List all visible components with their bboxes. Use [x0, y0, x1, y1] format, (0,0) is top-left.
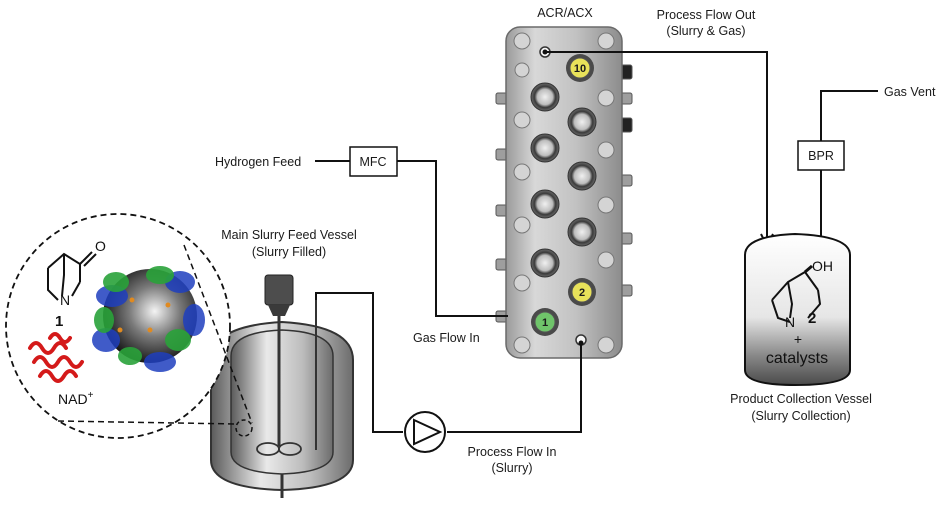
process-flow-in-label: Process Flow In — [468, 445, 557, 459]
quinuclidinol-structure — [771, 264, 822, 323]
enzyme-nanoparticle — [92, 266, 205, 372]
svg-text:MFC: MFC — [359, 155, 386, 169]
reactor-port-10: 10 — [566, 54, 594, 82]
hydrogen-feed-label: Hydrogen Feed — [215, 155, 301, 169]
gas-vent-label: Gas Vent — [884, 85, 936, 99]
bpr-box: BPR — [797, 140, 845, 171]
reactor-wells — [530, 82, 597, 278]
feed-vessel-sublabel: (Slurry Filled) — [252, 245, 326, 259]
gas-flow-in-label: Gas Flow In — [413, 331, 480, 345]
process-flow-in-line — [447, 343, 582, 433]
svg-text:BPR: BPR — [808, 149, 834, 163]
process-flow-out-sublabel: (Slurry & Gas) — [666, 24, 745, 38]
magnified-inset: O N 1 — [5, 213, 253, 439]
reactor-port-1: 1 — [531, 308, 559, 336]
reactor-body — [505, 26, 623, 359]
reactor: 10 2 1 ACR/ACX — [495, 6, 633, 359]
pump-icon — [404, 411, 446, 453]
svg-text:+: + — [794, 331, 802, 347]
gas-vent-line — [820, 90, 878, 141]
process-flow-out-label: Process Flow Out — [657, 8, 756, 22]
svg-text:1: 1 — [55, 313, 63, 330]
svg-text:N: N — [785, 314, 795, 330]
reactor-title: ACR/ACX — [537, 6, 593, 20]
reactor-port-2: 2 — [568, 278, 596, 306]
svg-text:10: 10 — [574, 63, 586, 75]
collection-vessel-sublabel: (Slurry Collection) — [751, 409, 850, 423]
mfc-box: MFC — [349, 146, 398, 177]
svg-text:1: 1 — [542, 317, 548, 329]
cofactor-protein — [28, 332, 84, 383]
svg-text:OH: OH — [812, 258, 833, 274]
inset-connector-upper — [183, 244, 253, 424]
process-flow-out-line — [545, 51, 768, 240]
svg-text:2: 2 — [808, 310, 816, 327]
cofactor-label: NAD+ — [58, 390, 94, 407]
feed-vessel — [210, 274, 354, 498]
collection-vessel-label: Product Collection Vessel — [730, 392, 872, 406]
svg-text:O: O — [95, 238, 106, 254]
feed-vessel-label: Main Slurry Feed Vessel — [221, 228, 356, 242]
reactor-screws — [513, 32, 615, 354]
svg-text:2: 2 — [579, 287, 585, 299]
quinuclidinone-structure — [47, 251, 97, 301]
collection-vessel: OH N 2 + catalysts — [744, 232, 851, 387]
svg-text:catalysts: catalysts — [766, 350, 828, 367]
process-flow-in-sublabel: (Slurry) — [492, 461, 533, 475]
svg-text:N: N — [60, 292, 70, 308]
gas-flow-in-line — [397, 160, 508, 317]
